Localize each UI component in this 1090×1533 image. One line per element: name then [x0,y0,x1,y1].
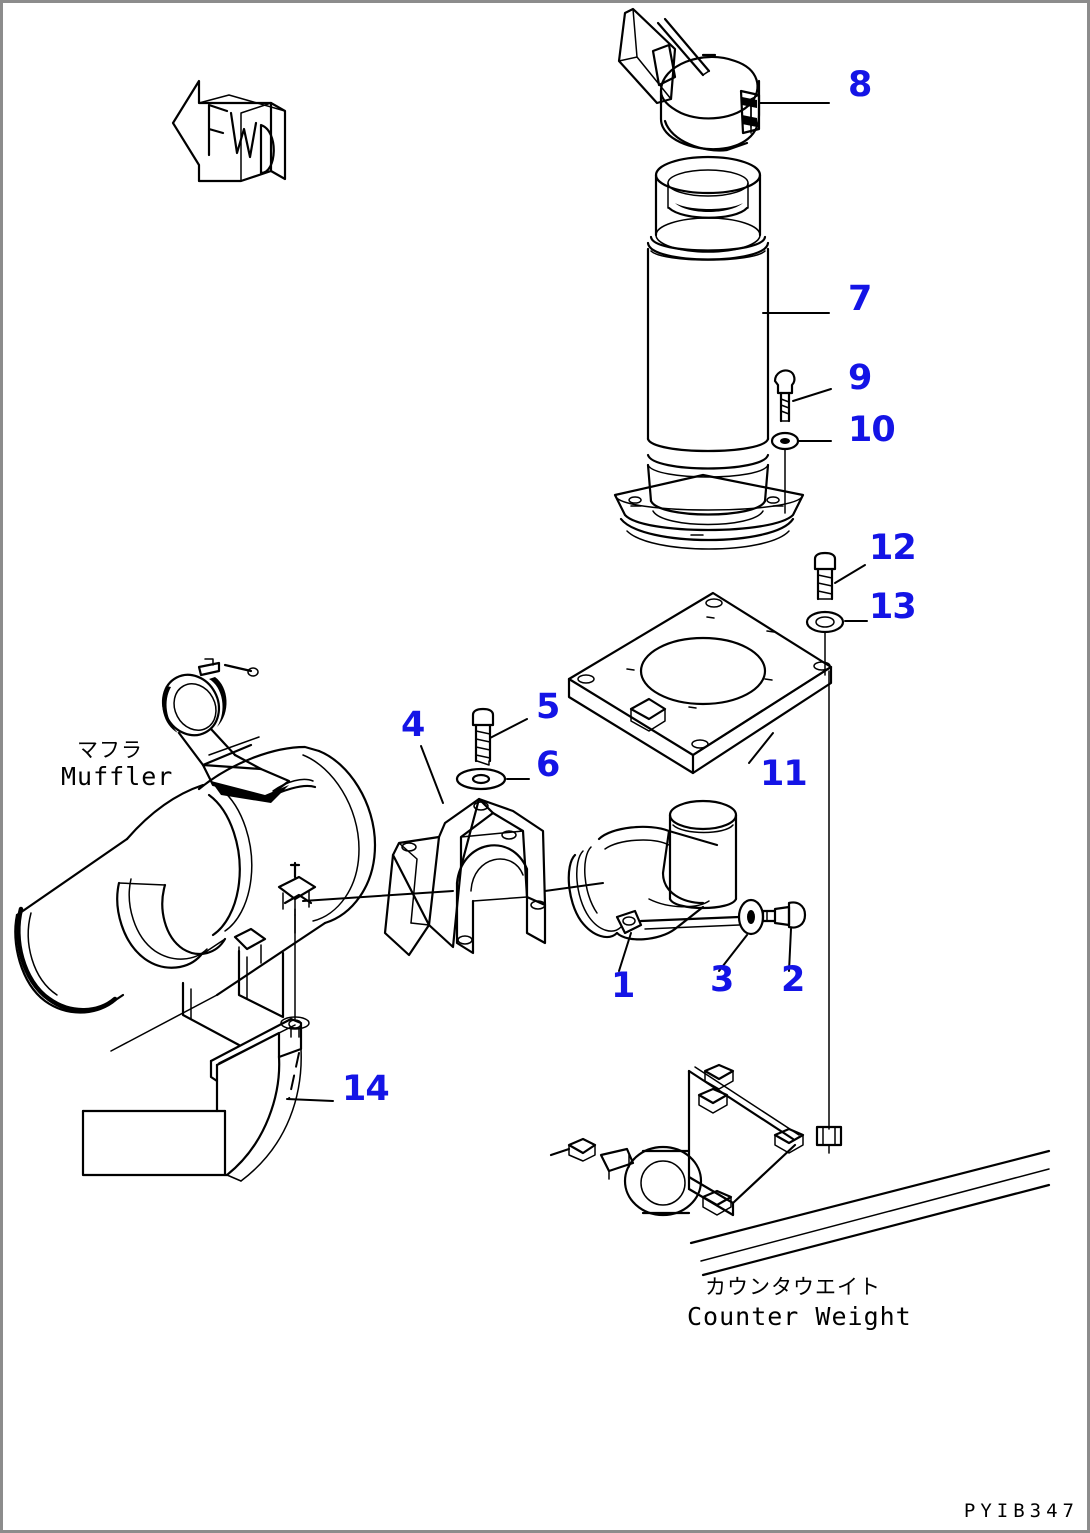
leader-14-dash [288,1052,300,1100]
leader-11 [748,732,774,764]
callout-8[interactable]: 8 [848,65,872,105]
leader-14 [286,1098,334,1102]
exhaust-elbow-part [567,799,741,941]
heat-shield-part [81,1017,303,1182]
sheet-code: PYIB347 [963,1500,1079,1522]
mounting-plate-part [567,591,833,775]
callout-10[interactable]: 10 [848,410,896,450]
callout-14[interactable]: 14 [342,1069,390,1109]
washer-13-part [805,610,845,676]
washer-3-part [737,898,765,936]
leader-12 [834,564,866,584]
callout-13[interactable]: 13 [869,587,917,627]
support-bracket-part [383,797,547,957]
muffler-label-jp: マフラ [77,738,143,762]
rain-cap-part [617,7,761,152]
muffler-part [14,658,377,1052]
counter-weight-bracket [549,1063,1051,1277]
leader-bracket-to-elbow [544,882,604,892]
leader-9 [792,388,832,402]
muffler-label-en: Muffler [61,762,174,791]
callout-3[interactable]: 3 [710,960,734,1000]
callout-12[interactable]: 12 [869,528,917,568]
fwd-marker-icon [171,79,287,183]
callout-4[interactable]: 4 [401,705,425,745]
callout-5[interactable]: 5 [536,687,560,727]
callout-6[interactable]: 6 [536,745,560,785]
callout-11[interactable]: 11 [760,754,808,794]
callout-1[interactable]: 1 [611,966,635,1006]
muffler-strap-fastener [280,914,310,1038]
leader-1 [618,932,632,972]
callout-2[interactable]: 2 [781,960,805,1000]
bolt-12-part [813,551,837,601]
bolt-2-part [761,901,807,929]
bolt-5-part [471,707,495,766]
leader-4 [420,745,444,804]
exhaust-stack-part [613,155,805,550]
leader-3 [718,934,748,972]
washer-6-part [455,767,507,791]
leader-5 [489,718,528,739]
callout-7[interactable]: 7 [848,279,872,319]
counter-weight-label-jp: カウンタウエイト [705,1275,881,1299]
leader-2 [788,928,792,972]
bolt-9-part [773,369,796,423]
leader-muffler-to-bracket [302,890,454,902]
callout-9[interactable]: 9 [848,358,872,398]
diagram-artwork: .ln { fill:none; stroke:#000; stroke-wid… [14,7,1051,1277]
counter-weight-label-en: Counter Weight [687,1302,912,1331]
